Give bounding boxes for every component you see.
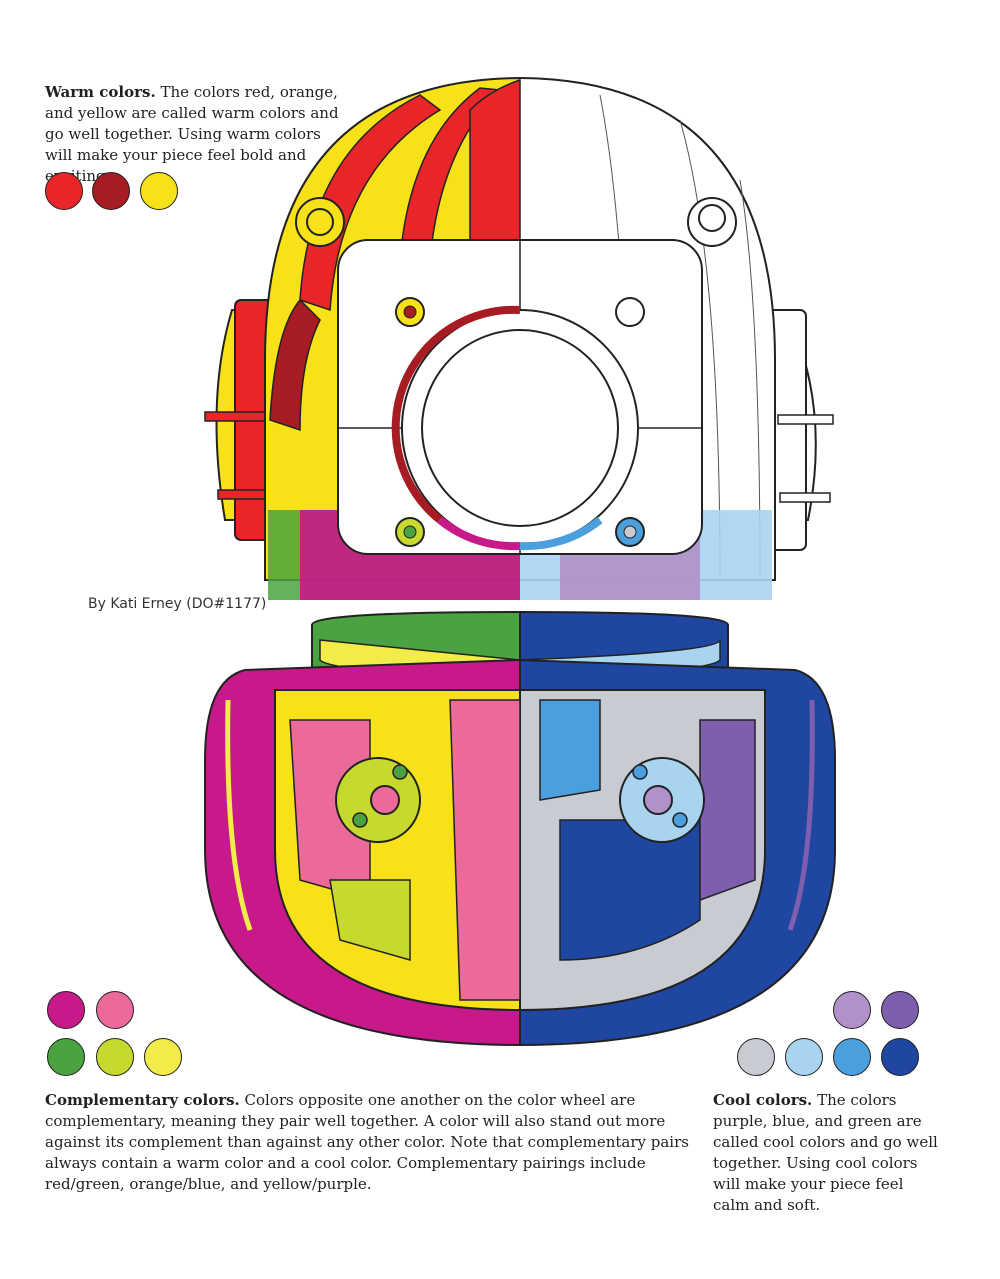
warm-colors-body: The colors red, orange, and yellow are c… bbox=[45, 83, 339, 185]
cool-swatch-navy bbox=[881, 1038, 919, 1076]
comp-swatch-lime bbox=[96, 1038, 134, 1076]
comp-swatch-magenta bbox=[47, 991, 85, 1029]
comp-swatch-pink bbox=[96, 991, 134, 1029]
cool-colors-text: Cool colors. The colors purple, blue, an… bbox=[713, 1090, 943, 1216]
cool-swatch-light-blue bbox=[785, 1038, 823, 1076]
warm-colors-text: Warm colors. The colors red, orange, and… bbox=[45, 82, 340, 187]
warm-swatch-yellow bbox=[140, 172, 178, 210]
complementary-colors-text: Complementary colors. Colors opposite on… bbox=[45, 1090, 695, 1195]
cool-swatch-lavender bbox=[833, 991, 871, 1029]
cool-swatch-blue bbox=[833, 1038, 871, 1076]
complementary-colors-heading: Complementary colors. bbox=[45, 1091, 240, 1109]
cool-colors-heading: Cool colors. bbox=[713, 1091, 813, 1109]
cool-colors-body: The colors purple, blue, and green are c… bbox=[713, 1091, 938, 1214]
warm-swatch-red bbox=[45, 172, 83, 210]
cool-swatch-gray bbox=[737, 1038, 775, 1076]
cool-swatch-purple bbox=[881, 991, 919, 1029]
breastplate bbox=[204, 658, 836, 1047]
artist-credit: By Kati Erney (DO#1177) bbox=[88, 596, 267, 612]
warm-swatch-dark-red bbox=[92, 172, 130, 210]
warm-colors-heading: Warm colors. bbox=[45, 83, 156, 101]
comp-swatch-green bbox=[47, 1038, 85, 1076]
complementary-colors-body: Colors opposite one another on the color… bbox=[45, 1091, 689, 1193]
viewport-window bbox=[337, 239, 703, 555]
comp-swatch-yellow bbox=[144, 1038, 182, 1076]
